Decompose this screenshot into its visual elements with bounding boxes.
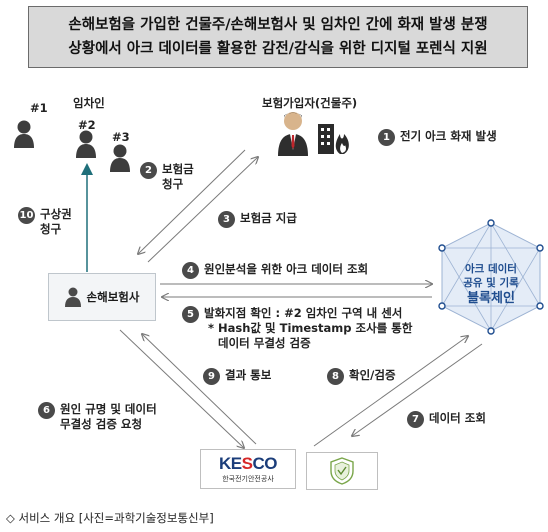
title-line-2: 상황에서 아크 데이터를 활용한 감전/감식을 위한 디지털 포렌식 지원 <box>68 41 488 57</box>
shield-emblem-icon <box>330 457 354 485</box>
arrow-step-2 <box>138 149 246 254</box>
policyholder-label: 보험가입자(건물주) <box>262 96 358 110</box>
step-9: 9 결과 통보 <box>203 368 271 385</box>
blockchain-line-3: 블록체인 <box>467 291 515 306</box>
step-5: 5 발화지점 확인 : #2 임차인 구역 내 센서 * Hash값 및 Tim… <box>182 306 412 351</box>
insurer-person-icon <box>64 287 81 307</box>
step-number: 3 <box>218 211 235 228</box>
insurer-node: 손해보험사 <box>48 273 156 321</box>
blockchain-line-1: 아크 데이터 <box>465 263 517 275</box>
step-text: 보험금 지급 <box>240 211 297 225</box>
blockchain-line-2: 공유 및 기록 <box>463 277 519 289</box>
step-number: 2 <box>140 162 157 179</box>
caption: ◇ 서비스 개요 [사진=과학기술정보통신부] <box>6 511 214 525</box>
kesco-logo: KESCO <box>219 453 277 473</box>
tenant-id-2: #2 <box>78 118 96 132</box>
step-number: 7 <box>407 411 424 428</box>
step-number: 9 <box>203 368 220 385</box>
step-text: 결과 통보 <box>225 368 272 382</box>
step-text: 전기 아크 화재 발생 <box>400 129 497 143</box>
arrow-step-6 <box>119 329 244 448</box>
tenant-2-icon <box>76 130 96 158</box>
step-number: 6 <box>38 402 55 419</box>
step-number: 5 <box>182 306 199 323</box>
step-number: 8 <box>327 368 344 385</box>
step-7: 7 데이터 조회 <box>407 411 486 428</box>
tenant-1-icon <box>14 120 34 148</box>
step-4: 4 원인분석을 위한 아크 데이터 조회 <box>182 262 368 279</box>
kesco-name: 한국전기안전공사 <box>222 474 274 483</box>
step-3: 3 보험금 지급 <box>218 211 297 228</box>
arrow-step-3 <box>147 157 258 263</box>
arrow-step-8 <box>313 336 468 447</box>
blockchain-network-icon <box>438 219 544 335</box>
arrow-step-7 <box>352 343 483 436</box>
tenants-label: 임차인 <box>73 96 105 110</box>
building-fire-icon <box>318 124 349 154</box>
step-1: 1 전기 아크 화재 발생 <box>378 129 497 146</box>
tenant-id-1: #1 <box>30 101 48 115</box>
title-box: 손해보험을 가입한 건물주/손해보험사 및 임차인 간에 화재 발생 분쟁 상황… <box>28 6 528 68</box>
blockchain-label: 아크 데이터 공유 및 기록 블록체인 <box>441 262 541 307</box>
insurer-label: 손해보험사 <box>86 290 140 304</box>
step-number: 4 <box>182 262 199 279</box>
tenant-3-icon <box>110 144 130 172</box>
step-number: 1 <box>378 129 395 146</box>
step-text: 데이터 조회 <box>429 411 486 425</box>
title-line-1: 손해보험을 가입한 건물주/손해보험사 및 임차인 간에 화재 발생 분쟁 <box>68 17 488 33</box>
forensic-agency-node <box>306 452 378 490</box>
step-number: 10 <box>18 207 35 224</box>
step-text: 원인분석을 위한 아크 데이터 조회 <box>204 262 369 276</box>
step-text: 발화지점 확인 : #2 임차인 구역 내 센서 * Hash값 및 Times… <box>204 306 413 350</box>
tenant-id-3: #3 <box>112 130 130 144</box>
arrow-step-9 <box>142 334 257 445</box>
kesco-node: KESCO 한국전기안전공사 <box>200 449 296 489</box>
step-text: 확인/검증 <box>349 368 396 382</box>
businessman-icon <box>278 112 308 156</box>
step-8: 8 확인/검증 <box>327 368 396 385</box>
